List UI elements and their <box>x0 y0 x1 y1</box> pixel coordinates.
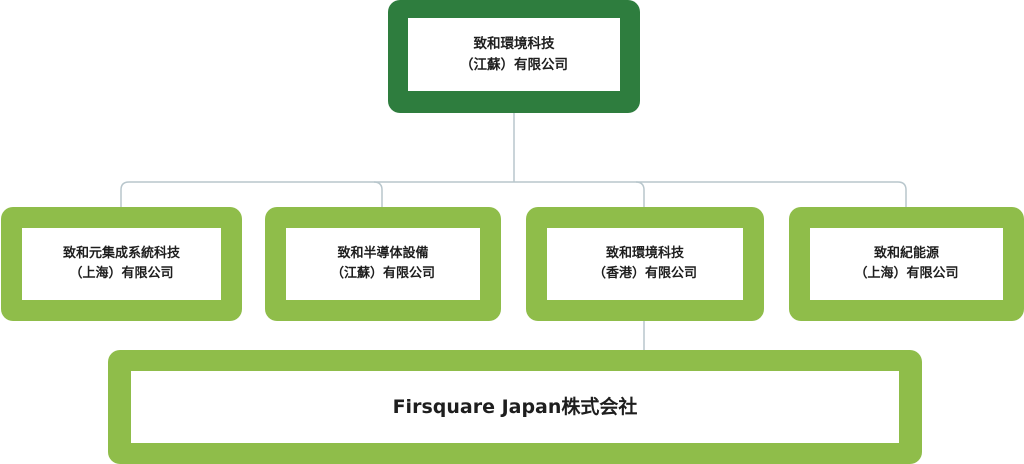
org-box-root-label: 致和環境科技 （江蘇）有限公司 <box>408 18 620 91</box>
connector-to-child-3 <box>635 181 645 229</box>
org-box-child-3: 致和環境科技 （香港）有限公司 <box>526 207 764 321</box>
org-box-root-region: （江蘇）有限公司 <box>460 56 568 73</box>
org-box-root: 致和環境科技 （江蘇）有限公司 <box>388 0 640 113</box>
org-box-child-1-name: 致和元集成系統科技 <box>62 246 180 261</box>
connector-horizontal-bus <box>120 181 907 229</box>
org-box-grandchild: Firsquare Japan株式会社 <box>108 350 922 464</box>
org-box-child-3-name: 致和環境科技 <box>605 246 684 261</box>
org-box-grandchild-name: Firsquare Japan株式会社 <box>392 396 638 418</box>
org-box-child-2-region: （江蘇）有限公司 <box>330 266 435 281</box>
org-box-child-2-label: 致和半導体設備 （江蘇）有限公司 <box>286 228 480 300</box>
org-box-child-4-region: （上海）有限公司 <box>854 266 959 281</box>
org-box-child-1-region: （上海）有限公司 <box>69 266 174 281</box>
org-box-grandchild-label: Firsquare Japan株式会社 <box>131 371 899 443</box>
org-box-child-4: 致和紀能源 （上海）有限公司 <box>789 207 1024 321</box>
org-box-child-3-label: 致和環境科技 （香港）有限公司 <box>547 228 743 300</box>
org-box-child-4-name: 致和紀能源 <box>873 246 939 261</box>
connector-to-child-2 <box>373 181 383 229</box>
org-box-child-2: 致和半導体設備 （江蘇）有限公司 <box>265 207 501 321</box>
org-box-child-2-name: 致和半導体設備 <box>337 246 429 261</box>
org-box-child-1: 致和元集成系統科技 （上海）有限公司 <box>1 207 242 321</box>
org-box-child-3-region: （香港）有限公司 <box>592 266 697 281</box>
org-box-root-name: 致和環境科技 <box>473 35 555 52</box>
org-box-child-4-label: 致和紀能源 （上海）有限公司 <box>810 228 1003 300</box>
org-box-child-1-label: 致和元集成系統科技 （上海）有限公司 <box>22 228 221 300</box>
